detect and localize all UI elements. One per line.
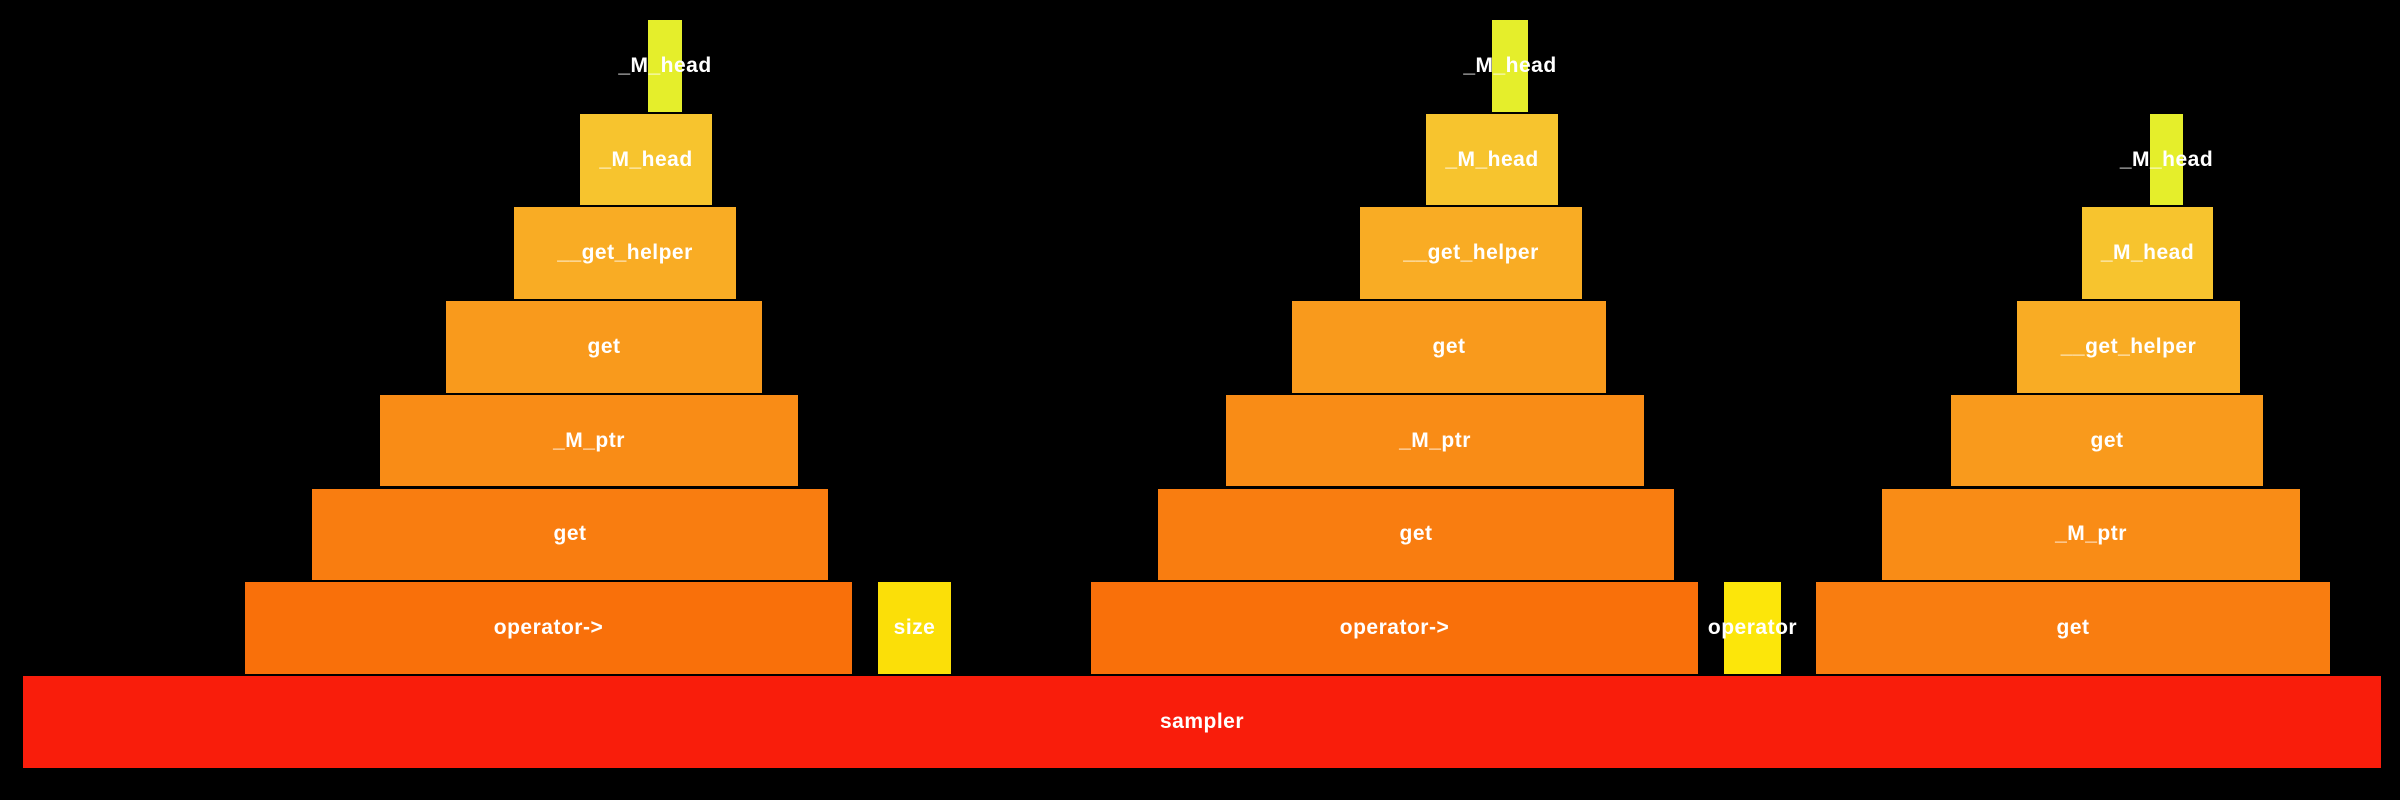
flame-frame-p1-gethelper[interactable]: __get_helper: [514, 207, 736, 300]
frame-label: operator: [1707, 616, 1798, 640]
flame-frame-p1-head[interactable]: _M_head: [580, 113, 712, 206]
frame-label: get: [1432, 334, 1466, 358]
flame-frame-p3-mptr[interactable]: _M_ptr: [1882, 488, 2300, 581]
frame-label: operator->: [1339, 616, 1450, 640]
frame-label: get: [1399, 522, 1433, 546]
frame-label: _M_head: [2119, 147, 2214, 171]
flame-frame-p2-arrow[interactable]: operator->: [1091, 582, 1698, 674]
flame-frame-p1-mptr[interactable]: _M_ptr: [380, 394, 798, 487]
flame-frame-p1-get-upper[interactable]: get: [446, 301, 762, 393]
frame-label: get: [2090, 428, 2124, 452]
flame-frame-p2-get-lower[interactable]: get: [1158, 488, 1674, 581]
frame-label: _M_head: [2100, 241, 2195, 265]
flame-frame-p2-head-leaf[interactable]: _M_head: [1463, 20, 1556, 112]
flame-frame-p1-size[interactable]: size: [878, 582, 951, 674]
frame-label: operator->: [493, 616, 604, 640]
frame-label: _M_head: [618, 53, 712, 77]
frame-label: _M_ptr: [2055, 522, 2127, 546]
frame-label: __get_helper: [2060, 334, 2197, 358]
flame-frame-p3-get-upper[interactable]: get: [1951, 394, 2263, 487]
flame-frame-p1-head-leaf[interactable]: _M_head: [618, 20, 711, 112]
flame-frame-p3-get-lower[interactable]: get: [1816, 582, 2330, 674]
frame-label: _M_head: [1463, 53, 1557, 77]
flame-frame-p2-head[interactable]: _M_head: [1426, 113, 1558, 206]
flame-frame-root-sampler[interactable]: sampler: [23, 675, 2381, 768]
frame-label: _M_head: [1445, 147, 1539, 171]
flame-frame-p2-operator[interactable]: operator: [1708, 582, 1797, 674]
flame-frame-p2-get-upper[interactable]: get: [1292, 301, 1606, 393]
frame-label: get: [587, 334, 621, 358]
flame-frame-p2-mptr[interactable]: _M_ptr: [1226, 394, 1644, 487]
flame-frame-p1-arrow[interactable]: operator->: [245, 582, 852, 674]
flame-frame-p3-head[interactable]: _M_head: [2082, 207, 2213, 300]
frame-label: _M_ptr: [1399, 428, 1471, 452]
flame-frame-p3-head-leaf[interactable]: _M_head: [2120, 113, 2213, 206]
frame-label: sampler: [1159, 709, 1245, 733]
frame-label: get: [2056, 616, 2090, 640]
frame-label: get: [553, 522, 587, 546]
frame-label: size: [893, 616, 936, 640]
frame-label: _M_head: [599, 147, 693, 171]
frame-label: __get_helper: [1403, 241, 1539, 265]
flame-frame-p3-gethelper[interactable]: __get_helper: [2017, 301, 2240, 393]
flame-frame-p2-gethelper[interactable]: __get_helper: [1360, 207, 1582, 300]
frame-label: _M_ptr: [553, 428, 625, 452]
frame-label: __get_helper: [557, 241, 693, 265]
flame-frame-p1-get-lower[interactable]: get: [312, 488, 828, 581]
